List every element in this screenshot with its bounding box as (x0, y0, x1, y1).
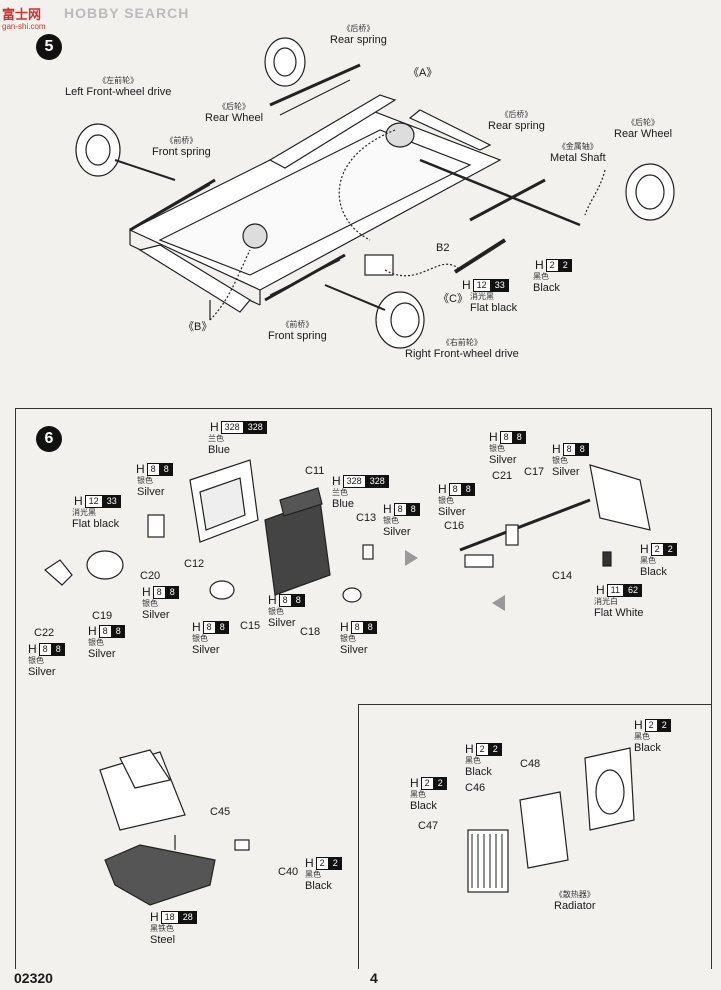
logo-text: 富士网 (2, 7, 42, 22)
part-c13: C13 (356, 512, 377, 524)
site-logo: 富士网 (2, 4, 41, 23)
part-c17: C17 (524, 466, 545, 478)
label-rear-spring-top: 《后桥》Rear spring (330, 24, 387, 46)
step-number: 6 (36, 426, 62, 452)
part-c47: C47 (418, 820, 439, 832)
label-front-spring-left: 《前桥》Front spring (152, 136, 211, 158)
label-front-spring-bottom: 《前桥》Front spring (268, 320, 327, 342)
label-metal-shaft: 《金属轴》Metal Shaft (550, 142, 606, 164)
part-c14: C14 (552, 570, 573, 582)
part-c16: C16 (444, 520, 465, 532)
label-rear-wheel-left: 《后轮》Rear Wheel (205, 102, 264, 124)
lower-diagram (99, 747, 635, 906)
mark-c: 《C》 (438, 293, 468, 305)
part-c46: C46 (465, 782, 486, 794)
part-c12: C12 (184, 558, 205, 570)
part-c19: C19 (92, 610, 113, 622)
step6-diagram (44, 459, 651, 611)
mark-b: 《B》 (183, 321, 213, 333)
part-c22: C22 (34, 627, 55, 639)
radiator-frame (358, 704, 711, 969)
label-left-front-wheel-drive: 《左前轮》Left Front-wheel drive (65, 76, 172, 98)
page-number: 4 (370, 970, 378, 986)
part-c20: C20 (140, 570, 161, 582)
step6-frame (15, 408, 712, 969)
label-rear-spring-right: 《后桥》Rear spring (488, 110, 545, 132)
label-rear-wheel-right: 《后轮》Rear Wheel (614, 118, 673, 140)
step-number: 5 (36, 34, 62, 60)
part-b2: B2 (436, 242, 450, 254)
step5-diagram (75, 37, 675, 349)
part-c21: C21 (492, 470, 513, 482)
site-url: gan-shi.com (2, 22, 46, 31)
part-c45: C45 (210, 806, 231, 818)
part-c40: C40 (278, 866, 299, 878)
part-c48: C48 (520, 758, 541, 770)
part-c11: C11 (305, 465, 325, 477)
footer-code: 02320 (14, 970, 53, 986)
watermark: HOBBY SEARCH (64, 5, 190, 21)
label-radiator: 《散热器》Radiator (554, 890, 596, 912)
label-right-front-wheel-drive: 《右前轮》Right Front-wheel drive (405, 338, 519, 360)
part-c18: C18 (300, 626, 321, 638)
mark-a: 《A》 (408, 67, 438, 79)
part-c15: C15 (240, 620, 261, 632)
